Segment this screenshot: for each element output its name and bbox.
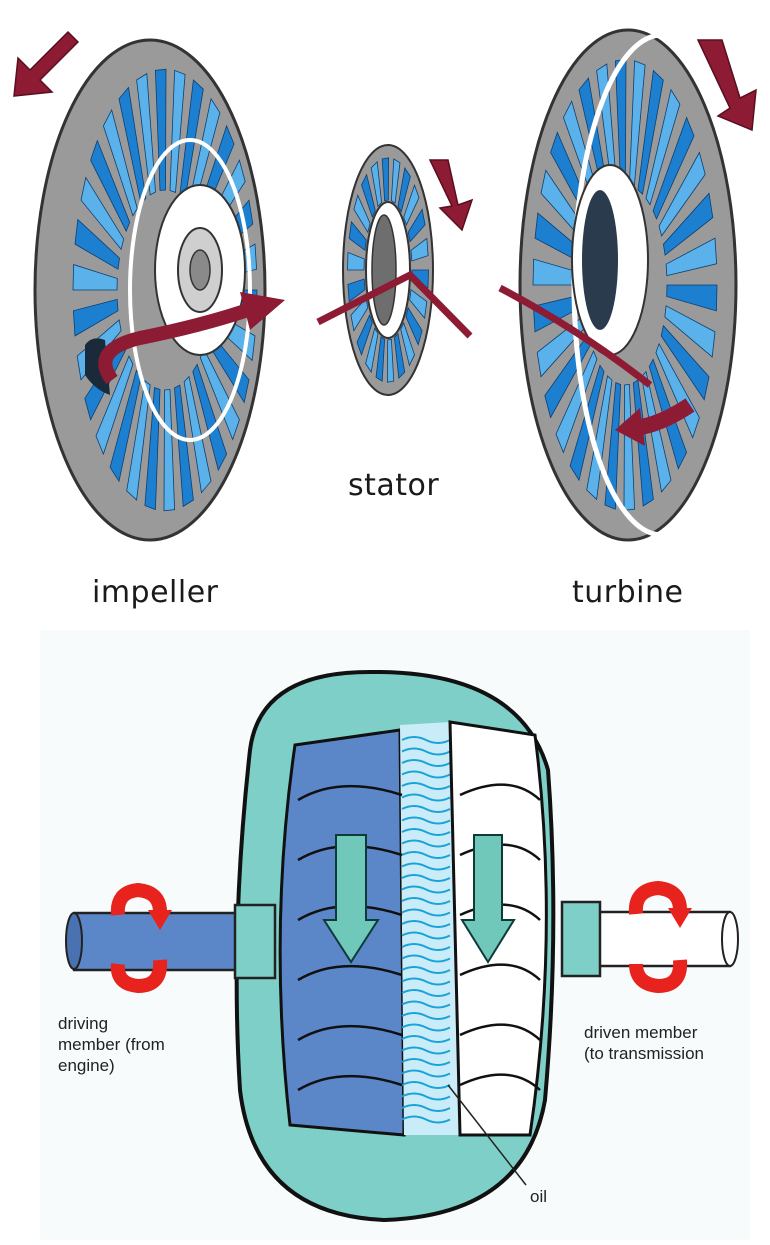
stator-rotation-arrow: [430, 160, 472, 230]
driving-member-label: driving member (from engine): [58, 1013, 165, 1076]
driven-member-label: driven member (to transmission: [584, 1022, 704, 1064]
oil-label: oil: [530, 1186, 547, 1207]
stator-wheel: [343, 145, 433, 395]
stator-label: stator: [348, 468, 439, 503]
turbine-wheel: [520, 30, 750, 540]
fluid-coupling-drawing: [40, 630, 750, 1240]
impeller-wheel: [35, 40, 265, 540]
torque-converter-exploded-view: stator impeller turbine: [0, 0, 770, 620]
exploded-view-drawing: [0, 0, 770, 620]
turbine-label: turbine: [572, 575, 683, 610]
fluid-coupling-cutaway: driving member (from engine) driven memb…: [40, 630, 750, 1240]
impeller-label: impeller: [92, 575, 219, 610]
driven-shaft: [562, 902, 738, 976]
driving-shaft: [66, 905, 275, 978]
impeller-rotation-arrow: [14, 32, 78, 96]
